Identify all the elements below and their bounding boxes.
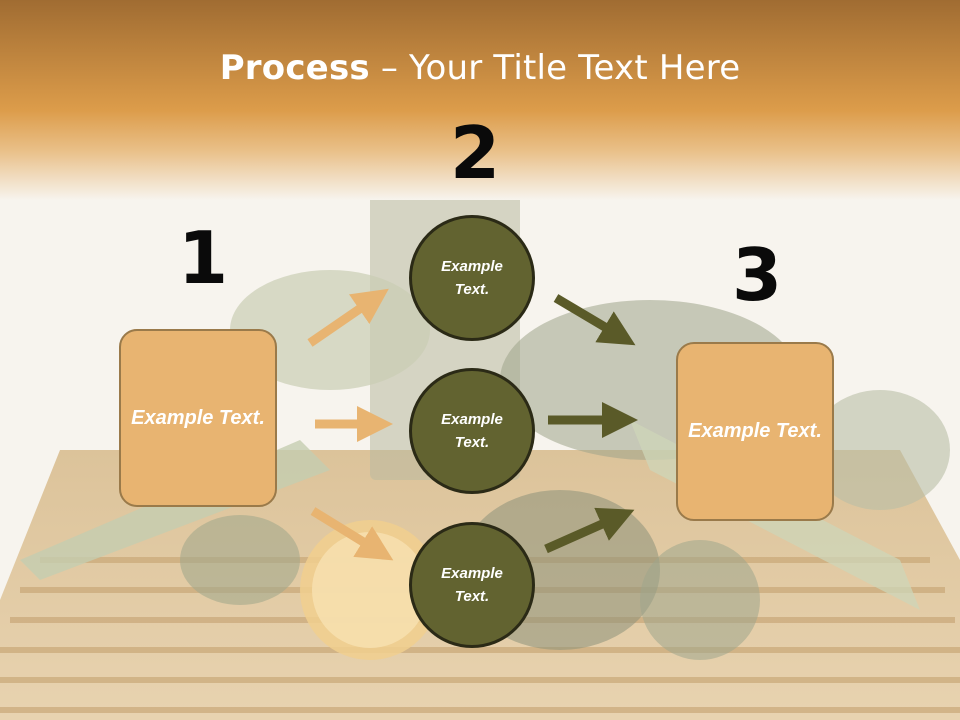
title-bold: Process bbox=[219, 48, 370, 88]
step-number-3: 3 bbox=[732, 233, 783, 317]
arrow-to-circle-3 bbox=[310, 507, 394, 561]
arrow-to-circle-1 bbox=[307, 288, 389, 347]
step-2-circle-3[interactable]: Example Text. bbox=[409, 522, 535, 648]
step-2-circle-2[interactable]: Example Text. bbox=[409, 368, 535, 494]
circle-2-text: Example Text. bbox=[441, 411, 503, 451]
arrow-from-circle-3 bbox=[544, 507, 635, 554]
step-number-2: 2 bbox=[450, 111, 501, 195]
step-number-1: 1 bbox=[178, 216, 229, 300]
slide-title: Process – Your Title Text Here bbox=[0, 48, 960, 88]
step-2-circle-1[interactable]: Example Text. bbox=[409, 215, 535, 341]
title-rest: – Your Title Text Here bbox=[369, 48, 741, 88]
arrow-from-circle-1 bbox=[553, 294, 636, 346]
step-3-box[interactable]: Example Text. bbox=[676, 342, 834, 521]
circle-3-text: Example Text. bbox=[441, 565, 503, 605]
step-3-text: Example Text. bbox=[688, 420, 822, 442]
step-1-box[interactable]: Example Text. bbox=[119, 329, 277, 507]
circle-1-text: Example Text. bbox=[441, 258, 503, 298]
step-1-text: Example Text. bbox=[131, 406, 265, 429]
